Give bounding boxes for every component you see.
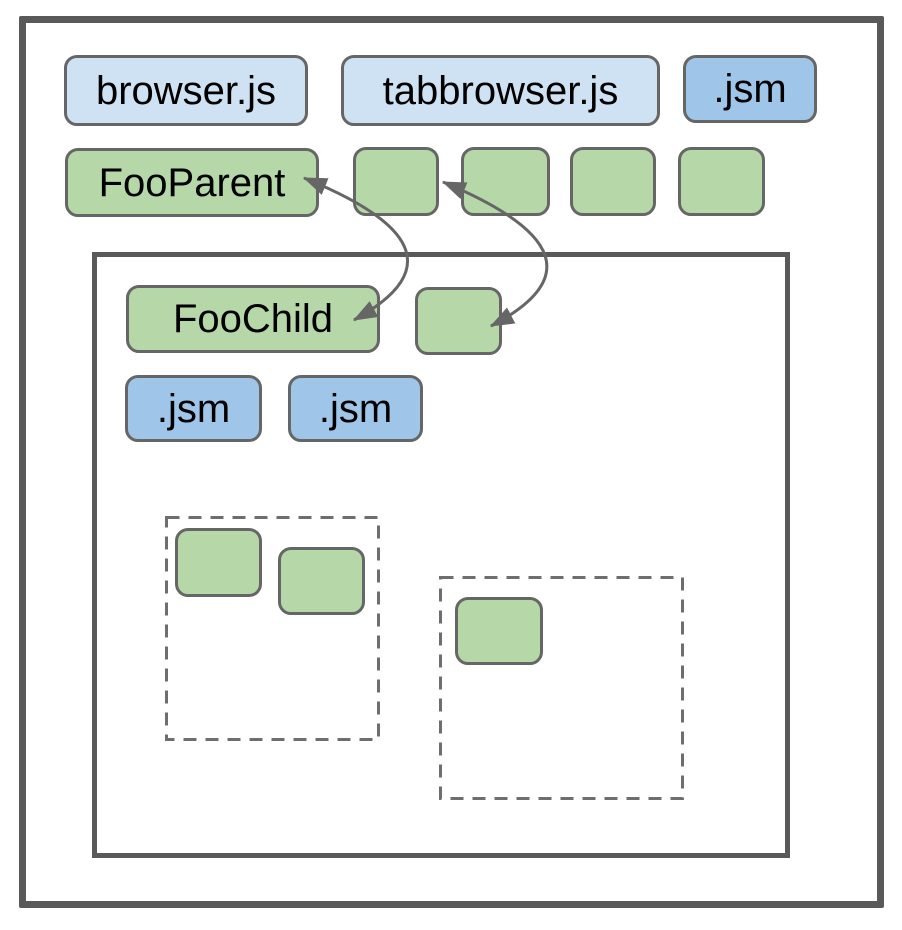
green-box-actor-row-4 [678,147,765,216]
node-browser-js-label: browser.js [95,68,277,113]
green-box-actor-row-2 [461,147,550,216]
node-jsm-top-label: .jsm [713,67,787,111]
node-fooparent-label: FooParent [98,160,286,205]
node-foochild: FooChild [126,285,380,353]
node-jsm-inner-2: .jsm [288,375,423,442]
node-tabbrowser-js: tabbrowser.js [341,55,660,126]
node-jsm-inner-2-label: .jsm [318,386,393,431]
node-jsm-inner-1: .jsm [125,375,262,442]
green-box-actor-row-3 [570,147,656,216]
node-tabbrowser-js-label: tabbrowser.js [382,68,619,113]
node-browser-js: browser.js [64,55,308,126]
inner-frame-box [92,252,790,858]
node-jsm-inner-1-label: .jsm [156,386,231,431]
node-fooparent: FooParent [65,148,319,217]
green-box-right-dashed-1 [455,597,543,665]
green-box-inner-row [415,287,502,355]
outer-frame-box [19,16,884,908]
green-box-actor-row-1 [353,147,439,216]
green-box-left-dashed-1 [175,528,262,597]
green-box-left-dashed-2 [278,547,365,615]
node-foochild-label: FooChild [172,297,334,341]
node-jsm-top: .jsm [683,55,817,123]
